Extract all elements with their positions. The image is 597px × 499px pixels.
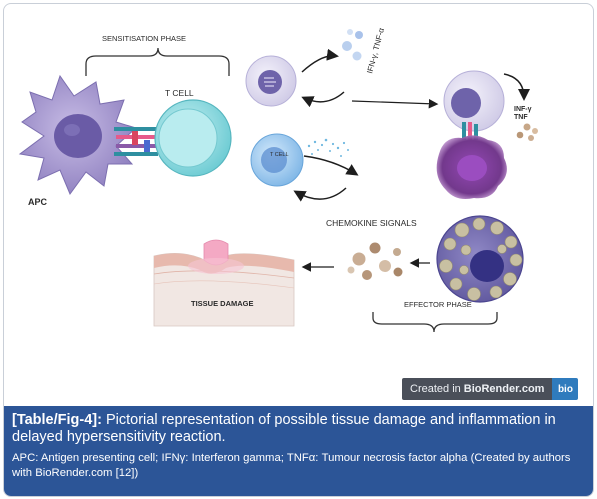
activated-lymphocyte bbox=[245, 55, 297, 107]
chemokine-granules bbox=[347, 242, 403, 280]
inf-label-line1: INF-γ bbox=[514, 106, 532, 113]
small-t-cell bbox=[250, 133, 304, 187]
badge-brand-text: BioRender.com bbox=[463, 383, 545, 395]
hypersensitivity-diagram: SENSITISATION PHASE APC bbox=[4, 4, 593, 404]
inf-granules bbox=[516, 123, 538, 141]
badge-created-text: Created in bbox=[410, 383, 461, 395]
chemokine-label: CHEMOKINE SIGNALS bbox=[326, 218, 417, 228]
receptor-complex bbox=[114, 127, 158, 156]
cytokine-cluster bbox=[342, 29, 363, 61]
arrow-feedback-bottom bbox=[293, 187, 347, 202]
t-cell-label: T CELL bbox=[165, 88, 194, 98]
biorender-logo-icon: bio bbox=[552, 378, 579, 400]
arrow-to-cytokines bbox=[301, 48, 339, 73]
figure-caption: [Table/Fig-4]: Pictorial representation … bbox=[4, 406, 593, 496]
chemokine-spray bbox=[307, 138, 349, 157]
effector-lymphocyte bbox=[443, 70, 505, 132]
effector-bracket bbox=[372, 312, 498, 333]
figure-frame: SENSITISATION PHASE APC bbox=[3, 3, 594, 497]
caption-title: [Table/Fig-4]: Pictorial representation … bbox=[12, 412, 585, 446]
caption-title-text: Pictorial representation of possible tis… bbox=[12, 412, 556, 445]
diagram-canvas: SENSITISATION PHASE APC bbox=[18, 27, 538, 333]
t-cell bbox=[154, 99, 232, 177]
badge-text: Created in BioRender.com bbox=[402, 378, 553, 400]
caption-note: APC: Antigen presenting cell; IFNγ: Inte… bbox=[12, 452, 571, 479]
tissue-damage-label: TISSUE DAMAGE bbox=[191, 299, 254, 308]
arrow-to-inf bbox=[503, 73, 530, 101]
caption-label: [Table/Fig-4]: bbox=[12, 412, 102, 428]
ifn-tnf-label: IFN-γ, TNF-α bbox=[365, 27, 386, 75]
apc-label: APC bbox=[28, 197, 48, 207]
biorender-badge[interactable]: Created in BioRender.com bio bbox=[402, 378, 579, 400]
small-t-cell-label: T CELL bbox=[270, 152, 289, 158]
effector-label: EFFECTOR PHASE bbox=[404, 300, 472, 309]
inf-label-line2: TNF bbox=[514, 114, 528, 121]
tissue-block bbox=[153, 239, 295, 327]
sensitisation-bracket bbox=[85, 47, 230, 76]
arrow-feedback-top bbox=[301, 91, 345, 108]
macrophage-receptor bbox=[462, 122, 478, 140]
arrow-to-macrophage bbox=[351, 98, 439, 109]
arrow-chemokine-spray bbox=[303, 155, 359, 176]
apc-cell bbox=[18, 74, 137, 196]
effector-granulocyte bbox=[436, 215, 524, 303]
macrophage-cell bbox=[436, 135, 507, 199]
sensitisation-label: SENSITISATION PHASE bbox=[102, 34, 186, 43]
